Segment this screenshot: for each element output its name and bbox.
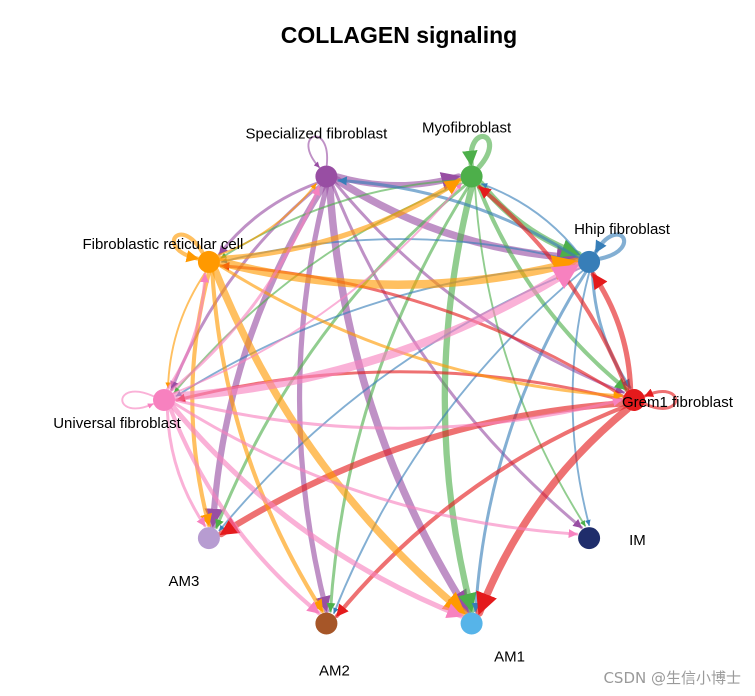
edge-grem-to-grem [643,388,678,410]
node-myo [460,165,483,188]
edge-spec-to-fibret [217,181,319,256]
edge-univ-to-univ [121,390,154,410]
edge-univ-to-im [173,401,579,539]
edge-hhip-to-hhip [593,232,627,261]
edge-myo-to-am1 [441,184,477,614]
edge-fibret-to-fibret [171,232,205,263]
edge-hhip-to-am1 [471,270,588,613]
edge-myo-to-im [474,186,587,527]
chart-title: COLLAGEN signaling [280,22,518,48]
edge-layer [121,133,678,619]
label-layer: Specialized fibroblast MyofibroblastHhip … [53,120,733,680]
edge-hhip-to-spec [337,176,581,260]
edge-fibret-to-grem [217,263,624,400]
node-label-im: IM [629,532,646,549]
node-grem [623,389,645,411]
node-label-am1: AM1 [494,649,525,666]
node-label-myo: Myofibroblast [422,120,512,137]
edge-fibret-to-am2 [210,270,325,614]
edge-univ-to-am2 [168,406,321,616]
edge-univ-to-fibret [165,272,210,391]
node-hhip [578,250,601,273]
node-layer [153,165,645,635]
edge-spec-to-am3 [204,183,327,529]
edge-fibret-to-spec [216,183,317,257]
node-label-am2: AM2 [319,663,350,680]
node-label-univ: Universal fibroblast [53,415,181,432]
edge-hhip-to-im [571,271,591,527]
node-am3 [197,527,220,550]
edge-univ-to-myo [171,183,463,395]
node-spec [315,165,338,188]
edge-myo-to-myo [462,133,493,170]
edge-grem-to-hhip [590,271,634,393]
node-label-hhip: Hhip fibroblast [574,221,671,238]
edge-univ-to-am3 [165,409,207,528]
node-label-spec: Specialized fibroblast [246,126,389,143]
edge-hhip-to-myo [481,183,582,257]
edge-univ-to-hhip [170,261,582,401]
node-univ [153,389,175,411]
edge-univ-to-grem [173,397,623,430]
node-label-am3: AM3 [168,573,199,590]
edge-fibret-to-hhip [215,255,581,289]
edge-fibret-to-univ [165,271,207,389]
edge-grem-to-am2 [334,404,628,618]
edge-univ-to-spec [169,185,321,393]
edge-univ-to-am1 [170,403,464,619]
edge-myo-to-grem [476,183,629,392]
node-am1 [460,612,483,635]
node-im [578,527,601,550]
edge-spec-to-am2 [297,184,331,614]
edge-fibret-to-myo [216,177,462,262]
node-am2 [315,612,338,635]
node-fibret [197,250,220,273]
edge-spec-to-spec [307,135,328,169]
node-label-grem: Grem1 fibroblast [622,394,734,411]
edge-spec-to-grem [333,181,625,394]
node-label-fibret: Fibroblastic reticular cell [82,236,243,253]
watermark: CSDN @生信小博士 [603,669,741,687]
edge-grem-to-am1 [475,405,632,617]
